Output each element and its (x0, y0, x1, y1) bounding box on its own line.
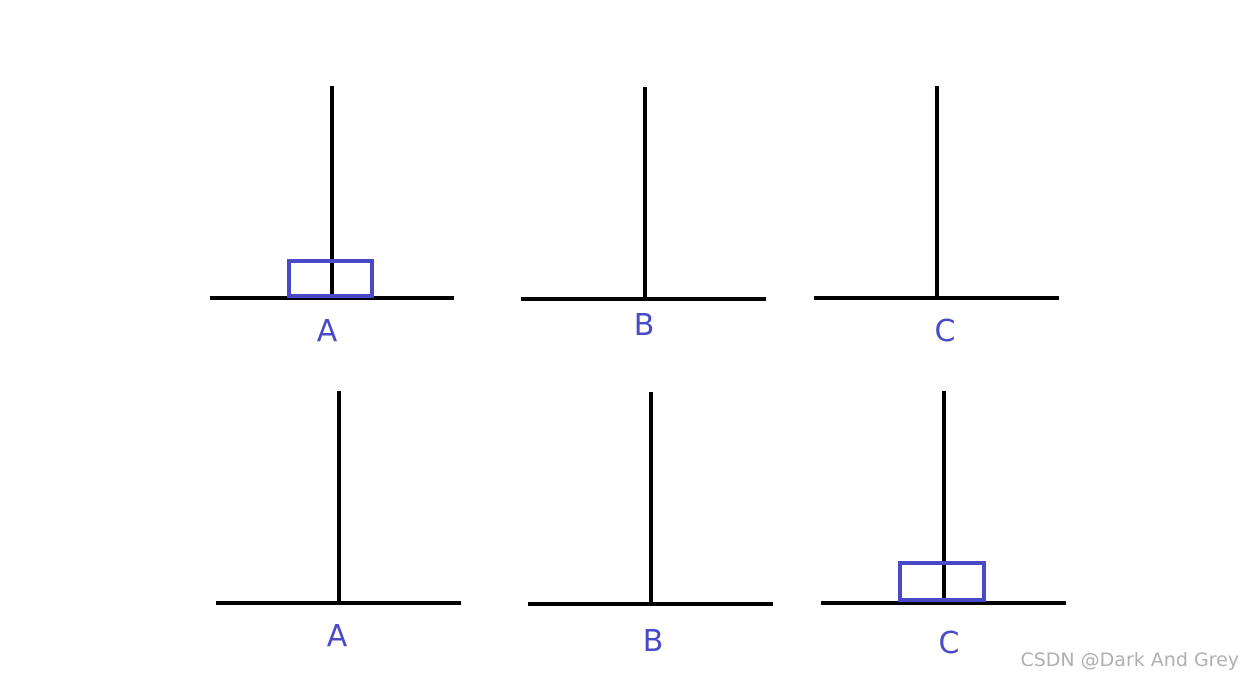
disk-before-a (287, 259, 374, 298)
peg-label-before-c: C (935, 314, 956, 349)
peg-label-after-a: A (327, 619, 348, 654)
peg-label-before-a: A (317, 314, 338, 349)
state-before: A B C (210, 86, 1059, 349)
peg-label-after-b: B (643, 624, 664, 659)
peg-label-before-b: B (634, 308, 655, 343)
peg-before-c: C (814, 86, 1059, 349)
peg-before-b: B (521, 87, 766, 343)
disk-after-c (898, 561, 986, 602)
peg-after-a: A (216, 391, 461, 654)
peg-after-b: B (528, 392, 773, 659)
peg-after-c: C (821, 391, 1066, 661)
peg-label-after-c: C (939, 626, 960, 661)
state-after: A B C (216, 391, 1066, 661)
peg-before-a: A (210, 86, 454, 349)
watermark-text: CSDN @Dark And Grey (1020, 649, 1239, 671)
